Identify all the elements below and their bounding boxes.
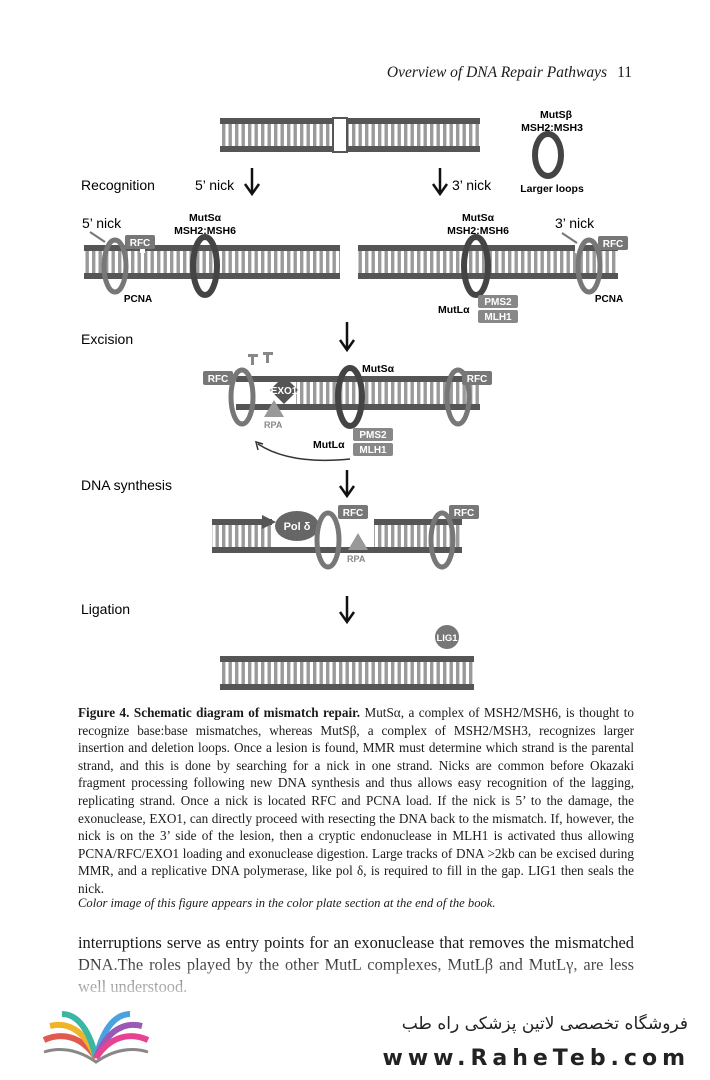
rfc-label: RFC <box>208 374 229 385</box>
exo1-label: EXO1 <box>271 386 298 397</box>
lig1-circle <box>435 625 459 649</box>
mlh1-label: MLH1 <box>484 312 512 323</box>
rpa-triangle <box>264 400 284 417</box>
running-title: Overview of DNA Repair Pathways <box>386 64 608 81</box>
pcna-ring-synthesis-left <box>314 510 342 570</box>
pcna-ring-excision-right <box>444 367 472 427</box>
pcna-ring-left <box>101 237 129 295</box>
step-excision: Excision <box>81 331 133 347</box>
mutla-label: MutLα <box>438 304 470 316</box>
released-nucleotides <box>248 352 273 365</box>
rfc-label: RFC <box>454 508 475 519</box>
store-name: فروشگاه تخصصی لاتین پزشکی راه طب <box>401 1014 688 1034</box>
mutla-arrowhead <box>254 440 264 451</box>
nick-pointer-right <box>561 232 578 244</box>
mutsa-ring-left <box>190 234 220 298</box>
rpa-label: RPA <box>347 554 366 564</box>
mutsa-label: MutSα <box>362 363 395 375</box>
color-note: Color image of this figure appears in th… <box>78 896 496 910</box>
pms2-label: PMS2 <box>359 430 387 441</box>
arrow-recognition-left <box>243 168 261 197</box>
mutsa-ring-excision <box>335 365 365 429</box>
msh2-msh3-label: MSH2:MSH3 <box>521 122 583 134</box>
three-prime-nick-branch: 3’ nick <box>452 177 492 193</box>
step-ligation: Ligation <box>81 601 130 617</box>
arrow-ligation <box>338 596 356 625</box>
step-recognition: Recognition <box>81 177 155 193</box>
caption-label: Figure 4. Schematic diagram of mismatch … <box>78 705 361 720</box>
mlh1-box <box>478 310 518 323</box>
nick-pointer-left <box>89 231 106 243</box>
mlh1-box <box>353 443 393 456</box>
five-prime-nick-branch: 5’ nick <box>195 177 235 193</box>
mlh1-label: MLH1 <box>359 445 387 456</box>
mismatch-repair-diagram: MutSβ MSH2:MSH3 Larger loops Recognition… <box>81 109 628 690</box>
rpa-triangle <box>348 533 368 550</box>
running-header: Overview of DNA Repair Pathways 11 <box>387 64 632 82</box>
rpa-label: RPA <box>264 420 283 430</box>
arrow-synthesis <box>338 470 356 499</box>
pms2-label: PMS2 <box>484 297 512 308</box>
pcna-label: PCNA <box>595 294 623 305</box>
store-url[interactable]: www.RaheTeb.com <box>382 1046 690 1071</box>
mutsa-ring-right <box>461 234 491 298</box>
caption-text: MutSα, a complex of MSH2/MSH6, is though… <box>78 705 634 896</box>
rfc-box-excision-right <box>462 371 492 385</box>
dna-mismatch-top <box>220 117 480 153</box>
pcna-ring-excision-left <box>228 367 256 427</box>
dna-ligated <box>220 656 474 690</box>
rfc-box-right <box>598 236 628 250</box>
pcna-ring-right <box>575 237 603 295</box>
mutla-label: MutLα <box>313 439 345 451</box>
mutsb-ring <box>532 131 564 179</box>
rfc-label: RFC <box>343 508 364 519</box>
page-fade <box>0 955 710 1005</box>
rfc-box-synthesis-right <box>449 505 479 519</box>
book-logo-icon <box>42 1011 150 1064</box>
mutsb-label: MutSβ <box>540 109 573 121</box>
rfc-label: RFC <box>467 374 488 385</box>
arrow-excision <box>338 322 356 353</box>
figure-caption: Figure 4. Schematic diagram of mismatch … <box>78 704 634 898</box>
footer-banner: فروشگاه تخصصی لاتین پزشکی راه طب www.Rah… <box>0 1000 710 1080</box>
page-number: 11 <box>617 64 632 81</box>
arrow-recognition-right <box>431 168 449 197</box>
rfc-box-left <box>125 235 155 249</box>
msh2-msh6-label: MSH2:MSH6 <box>174 225 236 237</box>
pcna-label: PCNA <box>124 294 152 305</box>
lig1-label: LIG1 <box>436 633 458 644</box>
pcna-ring-synthesis-right <box>428 510 456 570</box>
rfc-label: RFC <box>603 239 624 250</box>
msh2-msh6-label: MSH2:MSH6 <box>447 225 509 237</box>
rfc-box-excision-left <box>203 371 233 385</box>
pol-delta-shape <box>275 511 319 541</box>
pms2-box <box>353 428 393 441</box>
mutla-arrow <box>257 443 351 462</box>
step-dna-synthesis: DNA synthesis <box>81 477 172 493</box>
rfc-label: RFC <box>130 238 151 249</box>
larger-loops-label: Larger loops <box>520 183 584 195</box>
exo1-shape <box>270 376 298 404</box>
nick-label-left: 5’ nick <box>82 215 122 231</box>
mutsa-label: MutSα <box>189 212 222 224</box>
nick-label-right: 3’ nick <box>555 215 595 231</box>
pol-delta-label: Pol δ <box>284 521 311 533</box>
mutsa-label: MutSα <box>462 212 495 224</box>
rfc-box-synthesis-left <box>338 505 368 519</box>
pms2-box <box>478 295 518 308</box>
